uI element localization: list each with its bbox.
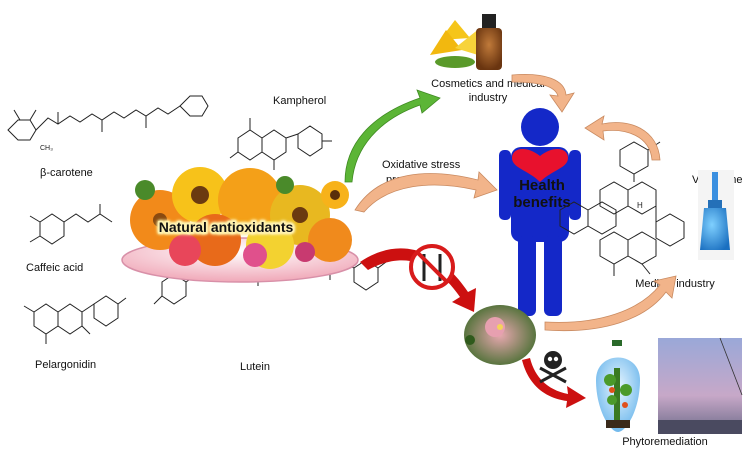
arrow-lily-to-medical (544, 275, 677, 332)
plant-bulb-image (596, 340, 640, 432)
natural-antioxidants-label: Natural antioxidants (159, 219, 294, 235)
sky-photo (658, 337, 743, 434)
kampherol-structure (229, 118, 332, 170)
arrow-cosmetics-to-human (511, 74, 575, 113)
arrow-to-phytoremediation (522, 358, 586, 408)
skull-crossbones-icon (539, 351, 567, 384)
beta-carotene-structure (7, 95, 209, 141)
pelargonidin-structure (23, 295, 127, 344)
lily-and-bottle-image (430, 14, 502, 70)
health-benefits-label-line1: Health (519, 177, 565, 194)
health-benefits-label-line2: benefits (513, 194, 571, 211)
cosmetics-label-line2: industry (469, 92, 508, 104)
lutein-label: Lutein (240, 361, 270, 373)
arrow-vincristine-to-human (584, 115, 661, 161)
flower-plate-image (121, 167, 359, 283)
vincristine-structure (559, 141, 685, 276)
phytoremediation-label: Phytoremediation (622, 436, 708, 448)
vincristine-vial-image (698, 170, 734, 260)
human-figure-icon (499, 108, 581, 316)
methyl-label: CH₃ (40, 145, 53, 152)
daylily-photo (464, 305, 536, 365)
beta-carotene-label: β-carotene (40, 167, 93, 179)
h-atom-label: H (637, 201, 643, 210)
arrow-to-health (354, 171, 498, 213)
caffeic-acid-structure (29, 204, 113, 245)
caffeic-acid-label: Caffeic acid (26, 262, 83, 274)
arrow-to-cosmetics (344, 89, 441, 183)
kampherol-label: Kampherol (273, 95, 326, 107)
oxidative-stress-label-line1: Oxidative stress (382, 159, 461, 171)
heart-icon (512, 149, 568, 182)
pelargonidin-label: Pelargonidin (35, 359, 96, 371)
no-eating-icon (409, 244, 455, 290)
